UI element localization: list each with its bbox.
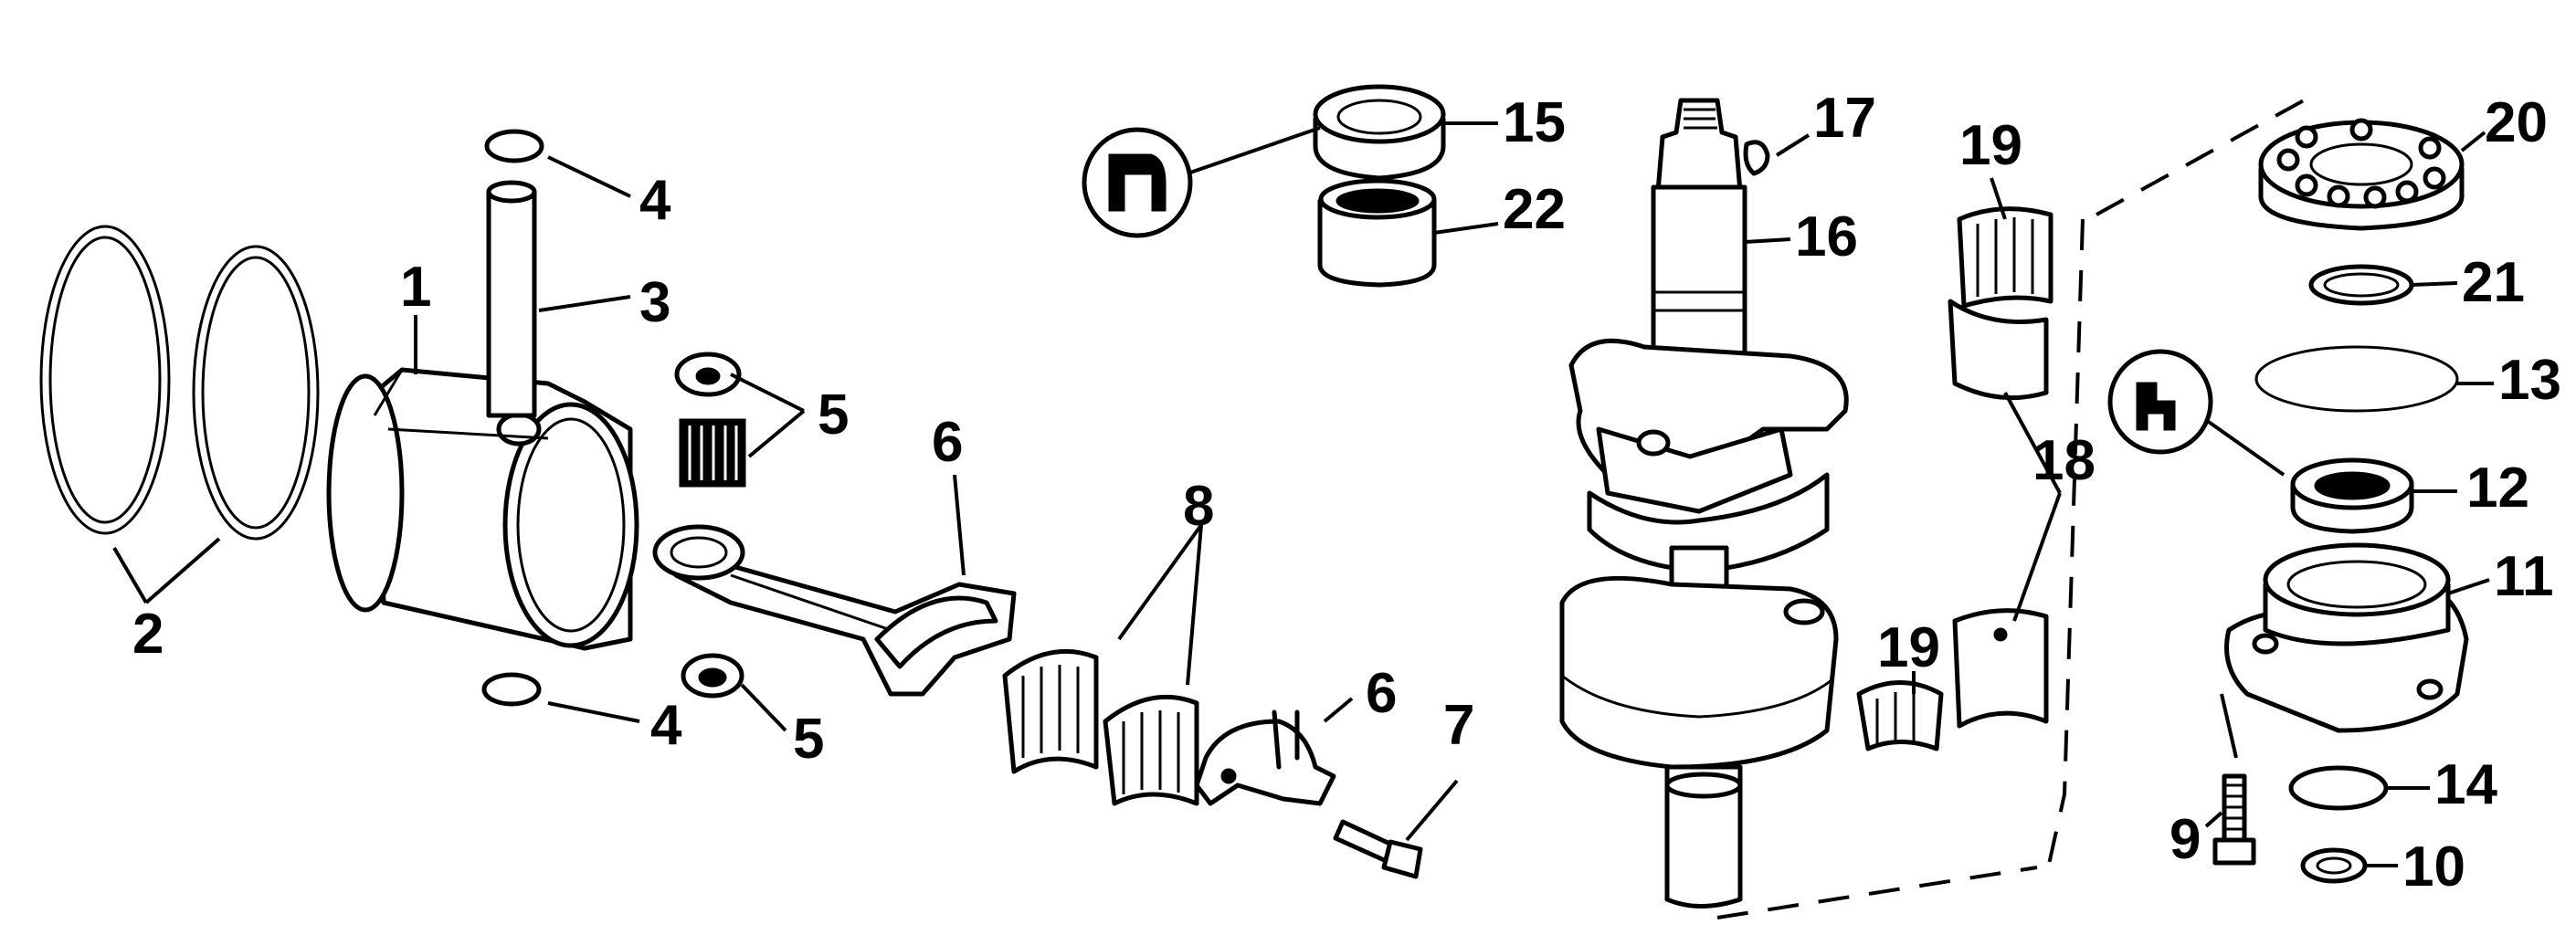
callout-2: 2 [132,603,164,666]
seal-detail-inset [1082,126,1321,238]
callout-4-bottom: 4 [650,694,682,757]
callout-1: 1 [400,256,431,319]
callout-5-bottom: 5 [793,708,824,771]
piston-pin [486,180,537,418]
callout-17: 17 [1813,87,1876,150]
needle-bearing-half-a [1002,648,1099,774]
callout-10: 10 [2402,835,2465,898]
bearing-retainer-upper [1948,299,2049,401]
callout-14: 14 [2434,753,2497,816]
needle-bearing-half-b [1103,694,1199,806]
crankshaft [1559,98,1849,909]
callout-11: 11 [2494,545,2554,608]
thrust-washer-bottom [681,653,744,699]
callout-15: 15 [1503,91,1566,154]
leader-lines [112,121,2494,867]
retaining-ring-bottom [481,672,542,707]
callout-16: 16 [1795,205,1858,268]
bearing-retainer-lower [1952,608,2049,729]
piston-ring-outer [39,225,171,535]
connecting-rod-cap [1194,709,1336,806]
lower-oil-seal [2290,457,2414,534]
needle-bearing-upper-main [1317,178,1437,288]
callout-8: 8 [1183,475,1214,538]
callout-6-cap: 6 [1366,662,1397,725]
piston-ring-inner [192,245,320,541]
callout-22: 22 [1503,178,1566,241]
callout-21: 21 [2462,251,2525,314]
washer [2300,847,2368,884]
retaining-ring-top [484,129,544,163]
connecting-rod-screw [1333,819,1423,879]
thrust-washer-top [674,352,742,397]
ball-bearing [2258,118,2465,231]
lower-seal-detail-inset [2107,349,2286,477]
bearing-retaining-ring [2308,264,2414,306]
piston [326,367,639,651]
needle-bearing-lower-crankpin [1856,680,1944,751]
assembly-dashed-line [1716,89,2321,919]
connecting-rod [652,524,1017,697]
o-ring-large [2254,345,2459,413]
callout-18: 18 [2032,429,2096,492]
needle-bearing-upper-crankpin [1957,206,2053,309]
callout-6-rod: 6 [932,411,963,474]
lower-bearing-housing [2224,542,2469,733]
crankshaft-oil-seal [1313,84,1446,181]
callout-3: 3 [639,271,670,334]
callout-5-top: 5 [818,383,849,446]
o-ring-small [2288,765,2389,811]
callout-7: 7 [1443,694,1474,757]
callout-13: 13 [2498,349,2561,412]
callout-9: 9 [2170,808,2201,871]
callout-19-top: 19 [1959,114,2022,177]
housing-screw [2212,773,2256,866]
callout-4-top: 4 [639,169,671,232]
callout-12: 12 [2466,457,2529,520]
callout-19-bottom: 19 [1877,616,1940,679]
needle-bearing-small-end [679,418,746,488]
woodruff-key [1743,140,1770,176]
callout-20: 20 [2485,91,2548,154]
